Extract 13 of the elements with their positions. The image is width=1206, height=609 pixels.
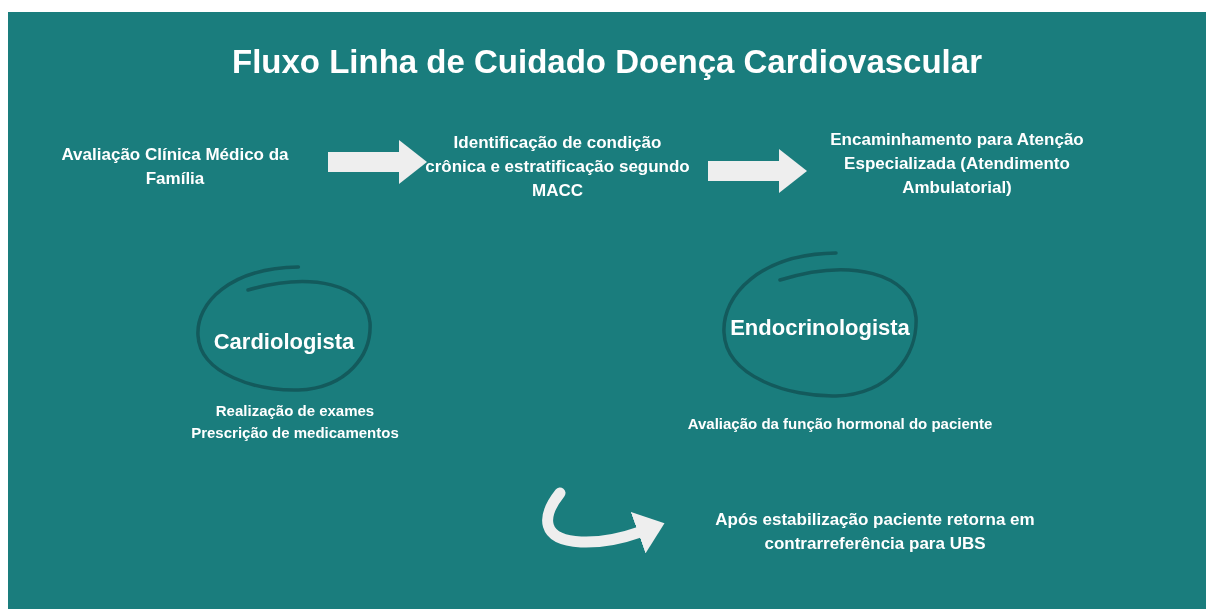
- block-arrow: [708, 149, 807, 193]
- node-caption: Prescrição de medicamentos: [191, 423, 399, 443]
- node-heading: Endocrinologista: [729, 314, 911, 342]
- diagram-title: Fluxo Linha de Cuidado Doença Cardiovascular: [231, 42, 983, 82]
- curved-arrow: [542, 487, 665, 554]
- node-text: Após estabilização paciente retorna em contrarreferência para UBS: [714, 509, 1036, 555]
- node-caption: Realização de exames: [215, 401, 375, 421]
- node-text: Encaminhamento para Atenção Especializada (Atendimento Ambulatorial): [829, 129, 1085, 199]
- node-text: Avaliação Clínica Médico da Família: [60, 144, 290, 190]
- node-caption: Avaliação da função hormonal do paciente: [687, 414, 993, 434]
- block-arrow: [328, 140, 427, 184]
- node-text: Identificação de condição crônica e estratificação segundo MACC: [425, 132, 690, 202]
- node-heading: Cardiologista: [212, 328, 356, 356]
